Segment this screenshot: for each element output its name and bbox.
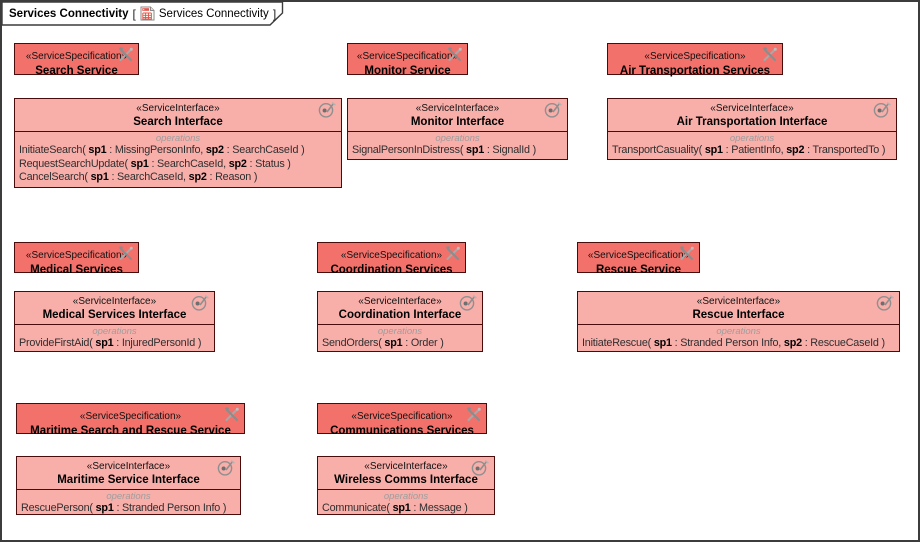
operations-compartment: operations InitiateRescue( sp1 : Strande… bbox=[578, 325, 899, 351]
service-spec-search-service[interactable]: «ServiceSpecification» Search Service bbox=[14, 43, 139, 77]
operation: SendOrders( sp1 : Order ) bbox=[322, 337, 444, 349]
operations-label: operations bbox=[435, 133, 480, 144]
element-name: Air Transportation Interface bbox=[676, 116, 828, 128]
operation: RequestSearchUpdate( sp1 : SearchCaseId,… bbox=[19, 157, 291, 170]
stereotype-label: «ServiceInterface» bbox=[86, 461, 171, 472]
stereotype-label: «ServiceSpecification» bbox=[351, 411, 453, 422]
stereotype-label: «ServiceInterface» bbox=[358, 296, 442, 307]
operations-compartment: operations Communicate( sp1 : Message ) bbox=[318, 490, 494, 516]
operations-label: operations bbox=[383, 491, 429, 502]
operation: ProvideFirstAid( sp1 : InjuredPersonId ) bbox=[19, 337, 202, 349]
stereotype-label: «ServiceSpecification» bbox=[356, 51, 459, 62]
operation: CancelSearch( sp1 : SearchCaseId, sp2 : … bbox=[19, 171, 258, 183]
operation: RescuePerson( sp1 : Stranded Person Info… bbox=[21, 502, 227, 514]
stereotype-label: «ServiceSpecification» bbox=[25, 51, 128, 62]
element-name: Rescue Service bbox=[595, 264, 682, 276]
element-name: Wireless Comms Interface bbox=[334, 474, 478, 486]
interface-ball-icon bbox=[873, 101, 891, 118]
element-name: Communications Services bbox=[330, 425, 474, 437]
stereotype-label: «ServiceSpecification» bbox=[644, 51, 746, 62]
operations-compartment: operations SendOrders( sp1 : Order ) bbox=[318, 325, 482, 351]
element-name: Coordination Services bbox=[330, 264, 453, 276]
operation: SignalPersonInDistress( sp1 : SignalId ) bbox=[352, 144, 537, 156]
stereotype-label: «ServiceInterface» bbox=[710, 103, 794, 114]
stereotype-label: «ServiceInterface» bbox=[696, 296, 781, 307]
element-name: Search Service bbox=[35, 65, 118, 77]
interface-ball-icon bbox=[876, 294, 894, 311]
service-spec-monitor-service[interactable]: «ServiceSpecification» Monitor Service bbox=[347, 43, 468, 77]
element-name: Rescue Interface bbox=[692, 309, 785, 321]
interface-ball-icon bbox=[191, 294, 209, 311]
operation: TransportCasuality( sp1 : PatientInfo, s… bbox=[612, 144, 886, 156]
element-name: Medical Services Interface bbox=[42, 309, 187, 321]
tools-icon bbox=[678, 246, 695, 260]
service-spec-medical-services[interactable]: «ServiceSpecification» Medical Services bbox=[14, 242, 139, 276]
stereotype-label: «ServiceSpecification» bbox=[587, 250, 690, 261]
element-name: Search Interface bbox=[133, 116, 223, 128]
diagram-title: Services Connectivity bbox=[9, 7, 129, 20]
service-spec-air-transportation-services[interactable]: «ServiceSpecification» Air Transportatio… bbox=[607, 43, 783, 77]
operations-label: operations bbox=[155, 133, 201, 144]
interface-ball-icon bbox=[459, 294, 477, 311]
service-interface-coordination-interface[interactable]: «ServiceInterface» Coordination Interfac… bbox=[317, 291, 483, 352]
open-bracket: [ bbox=[132, 6, 136, 21]
stereotype-label: «ServiceInterface» bbox=[136, 103, 220, 114]
stereotype-label: «ServiceSpecification» bbox=[79, 411, 182, 422]
operations-label: operations bbox=[377, 326, 423, 337]
element-name: Monitor Service bbox=[364, 65, 451, 77]
stereotype-label: «ServiceInterface» bbox=[72, 296, 157, 307]
service-interface-monitor-interface[interactable]: «ServiceInterface» Monitor Interface ope… bbox=[347, 98, 568, 160]
diagram-title-tab[interactable]: Services Connectivity [ Services Connect… bbox=[2, 2, 284, 26]
tools-icon bbox=[117, 47, 134, 61]
service-interface-maritime-service-interface[interactable]: «ServiceInterface» Maritime Service Inte… bbox=[16, 456, 241, 515]
interface-ball-icon bbox=[217, 459, 235, 476]
service-spec-maritime-search-and-rescue-service[interactable]: «ServiceSpecification» Maritime Search a… bbox=[16, 403, 245, 437]
stereotype-label: «ServiceSpecification» bbox=[340, 250, 443, 261]
operations-label: operations bbox=[729, 133, 775, 144]
service-interface-air-transportation-interface[interactable]: «ServiceInterface» Air Transportation In… bbox=[607, 98, 897, 160]
operation: InitiateRescue( sp1 : Stranded Person In… bbox=[582, 337, 885, 349]
stereotype-label: «ServiceSpecification» bbox=[25, 250, 128, 261]
element-name: Medical Services bbox=[30, 264, 123, 276]
element-name: Monitor Interface bbox=[410, 116, 505, 128]
tools-icon bbox=[444, 246, 461, 260]
tools-icon bbox=[446, 47, 463, 61]
operations-label: operations bbox=[716, 326, 761, 337]
service-spec-coordination-services[interactable]: «ServiceSpecification» Coordination Serv… bbox=[317, 242, 466, 276]
diagram-reference: Services Connectivity bbox=[158, 7, 269, 20]
operation: InitiateSearch( sp1 : MissingPersonInfo,… bbox=[19, 144, 305, 156]
operations-compartment: operations TransportCasuality( sp1 : Pat… bbox=[608, 132, 896, 158]
interface-ball-icon bbox=[544, 101, 562, 118]
service-spec-rescue-service[interactable]: «ServiceSpecification» Rescue Service bbox=[577, 242, 700, 276]
diagram-icon bbox=[140, 6, 155, 21]
operations-label: operations bbox=[92, 326, 137, 337]
operations-label: operations bbox=[106, 491, 151, 502]
close-bracket: ] bbox=[272, 6, 277, 21]
operations-compartment: operations InitiateSearch( sp1 : Missing… bbox=[15, 132, 341, 185]
service-interface-wireless-comms-interface[interactable]: «ServiceInterface» Wireless Comms Interf… bbox=[317, 456, 495, 515]
service-spec-communications-services[interactable]: «ServiceSpecification» Communications Se… bbox=[317, 403, 487, 437]
tools-icon bbox=[223, 407, 240, 421]
stereotype-label: «ServiceInterface» bbox=[415, 103, 500, 114]
interface-ball-icon bbox=[471, 459, 489, 476]
operations-compartment: operations RescuePerson( sp1 : Stranded … bbox=[17, 490, 240, 516]
interface-ball-icon bbox=[318, 101, 336, 118]
element-name: Maritime Search and Rescue Service bbox=[30, 425, 231, 437]
tools-icon bbox=[117, 246, 134, 260]
service-interface-medical-services-interface[interactable]: «ServiceInterface» Medical Services Inte… bbox=[14, 291, 215, 352]
element-name: Maritime Service Interface bbox=[57, 474, 200, 486]
tools-icon bbox=[465, 407, 482, 421]
operations-compartment: operations ProvideFirstAid( sp1 : Injure… bbox=[15, 325, 214, 351]
operation: Communicate( sp1 : Message ) bbox=[322, 502, 468, 514]
element-name: Coordination Interface bbox=[338, 309, 462, 321]
tools-icon bbox=[761, 47, 778, 61]
service-interface-rescue-interface[interactable]: «ServiceInterface» Rescue Interface oper… bbox=[577, 291, 900, 352]
operations-compartment: operations SignalPersonInDistress( sp1 :… bbox=[348, 132, 567, 158]
element-name: Air Transportation Services bbox=[619, 65, 771, 77]
stereotype-label: «ServiceInterface» bbox=[364, 461, 448, 472]
service-interface-search-interface[interactable]: «ServiceInterface» Search Interface oper… bbox=[14, 98, 342, 188]
